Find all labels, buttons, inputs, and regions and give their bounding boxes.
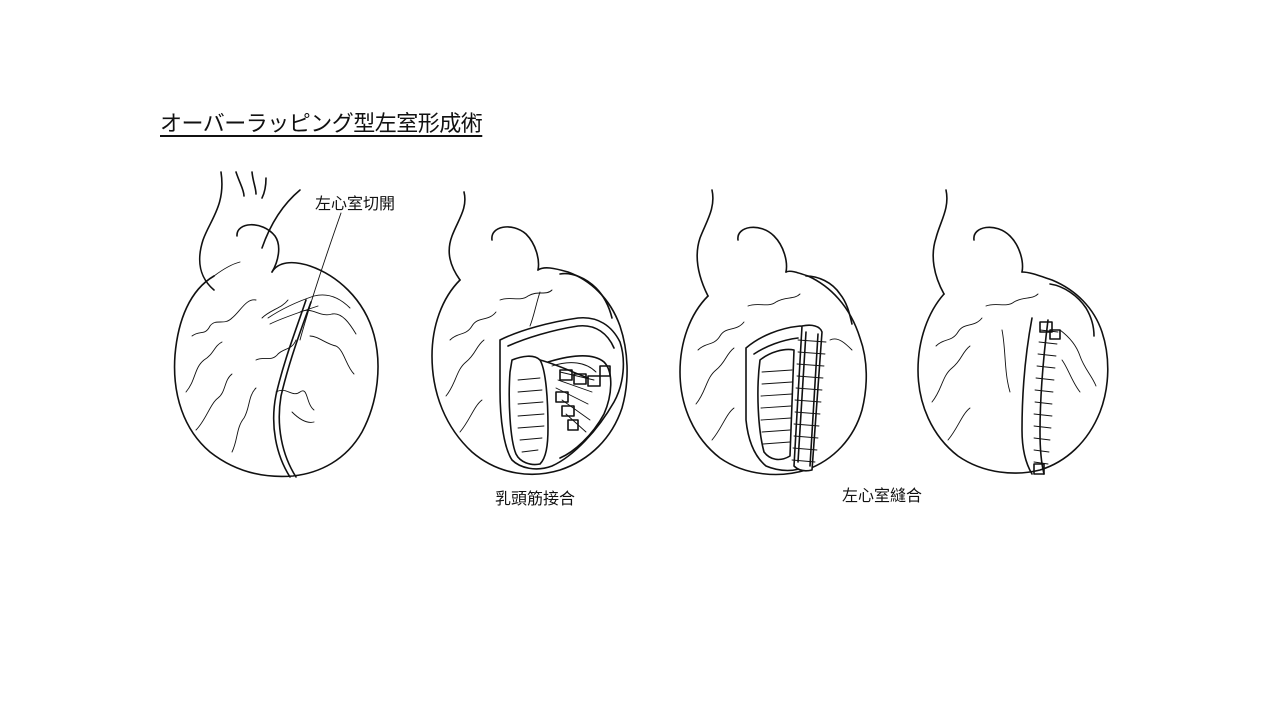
slide-title: オーバーラッピング型左室形成術 [160, 112, 483, 137]
label-suture: 左心室縫合 [842, 486, 923, 505]
heart-ventricular-closure [679, 189, 868, 476]
label-papillary: 乳頭筋接合 [495, 489, 576, 508]
label-incision: 左心室切開 [315, 194, 396, 213]
heart-overlapped-final [917, 189, 1109, 475]
heart-papillary-approximation [431, 191, 628, 475]
heart-incision [173, 171, 379, 478]
